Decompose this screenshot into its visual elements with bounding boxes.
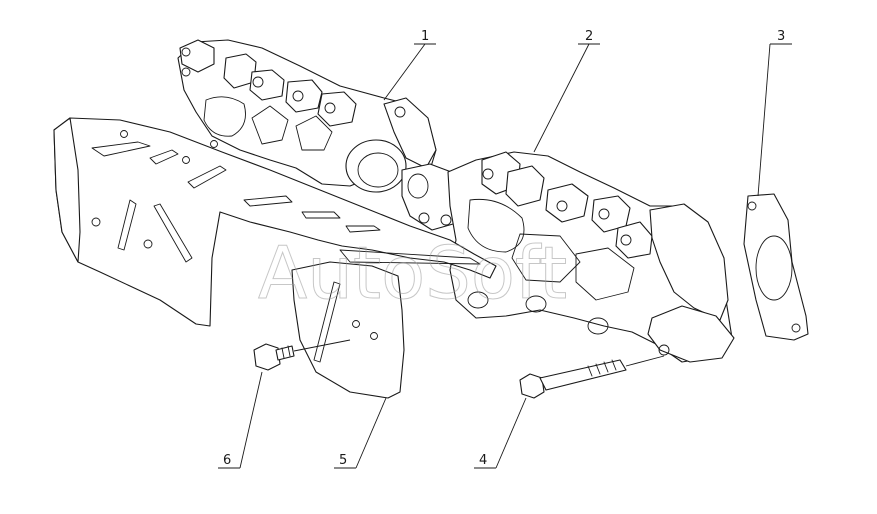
watermark-text: AutoSoft — [258, 231, 567, 315]
exhaust-manifold-rear — [177, 39, 471, 231]
heat-shield-bracket — [53, 117, 497, 399]
short-bolt — [253, 339, 351, 371]
callout-5: 5 — [339, 453, 347, 468]
exhaust-manifold-front — [447, 151, 735, 363]
gasket — [743, 193, 809, 341]
callout-3: 3 — [777, 29, 785, 44]
callout-2: 2 — [585, 29, 593, 44]
callout-6: 6 — [223, 453, 231, 468]
callout-leaders — [218, 43, 792, 469]
callout-1: 1 — [421, 29, 429, 44]
callout-4: 4 — [479, 453, 487, 468]
long-bolt — [519, 355, 665, 399]
